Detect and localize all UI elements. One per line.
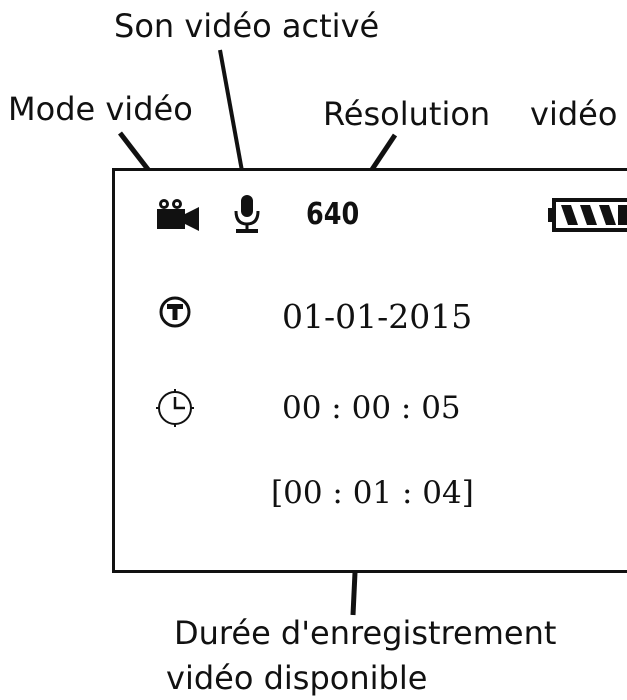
mode-label: Mode vidéo: [8, 90, 193, 128]
date-value: 01-01-2015: [282, 297, 473, 336]
battery-full-icon: [548, 198, 627, 232]
callout-line-audio: [218, 49, 246, 183]
remaining-label-line2: vidéo disponible: [166, 659, 428, 697]
calendar-t-icon: [159, 296, 191, 328]
clock-icon: [156, 389, 194, 427]
camera-screen: [112, 168, 627, 573]
video-camera-icon: [157, 199, 199, 231]
time-value: 00 : 00 : 05: [282, 390, 461, 426]
resolution-suffix-label: vidéo: [530, 95, 618, 133]
microphone-icon: [234, 195, 260, 233]
resolution-value: 640: [306, 197, 360, 232]
remaining-label-line1: Durée d'enregistrement: [174, 614, 557, 652]
audio-label: Son vidéo activé: [114, 7, 380, 45]
resolution-label: Résolution: [323, 95, 491, 133]
remaining-time-value: [00 : 01 : 04]: [271, 475, 474, 511]
